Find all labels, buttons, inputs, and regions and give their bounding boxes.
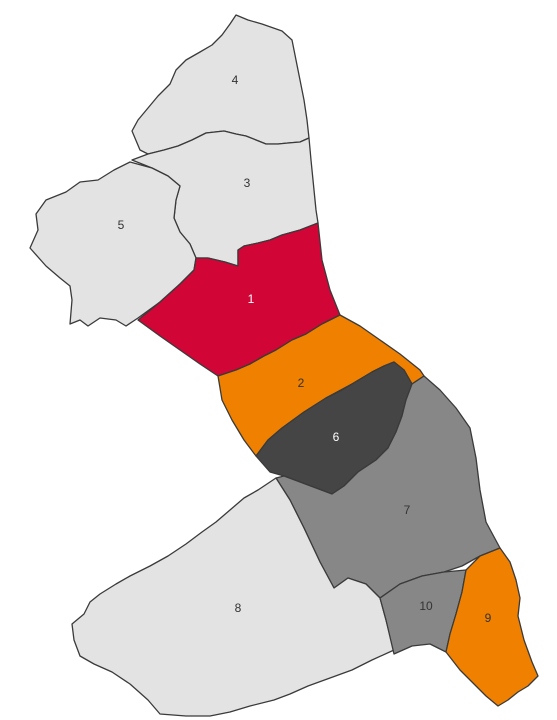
- district-label-2: 2: [298, 376, 305, 390]
- district-label-9: 9: [485, 611, 492, 625]
- district-8-region[interactable]: [71, 477, 395, 717]
- district-9-region[interactable]: [445, 547, 539, 707]
- district-5-region[interactable]: [29, 161, 197, 327]
- district-label-7: 7: [404, 503, 411, 517]
- district-label-1: 1: [248, 292, 255, 306]
- district-label-6: 6: [333, 430, 340, 444]
- district-label-8: 8: [235, 601, 242, 615]
- district-label-3: 3: [244, 176, 251, 190]
- district-label-4: 4: [232, 73, 239, 87]
- district-label-10: 10: [419, 599, 433, 613]
- district-label-5: 5: [118, 218, 125, 232]
